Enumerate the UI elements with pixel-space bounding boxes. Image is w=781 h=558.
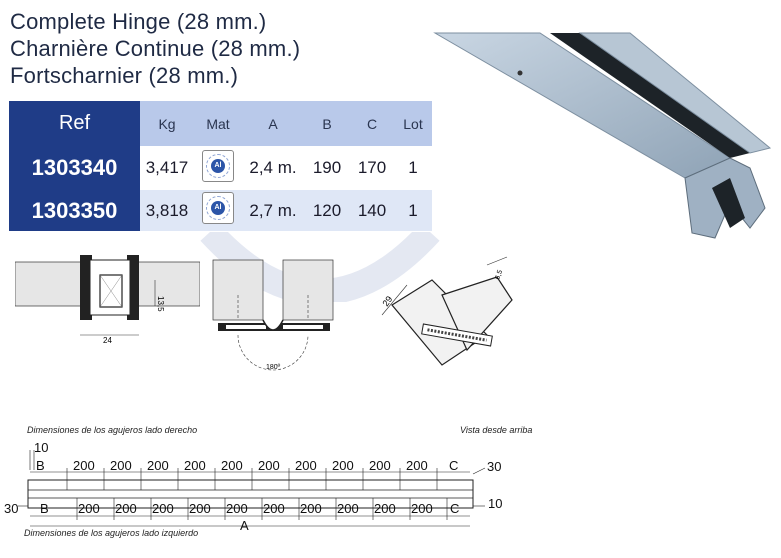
a-value: 2,7 m. bbox=[242, 190, 304, 231]
title-german: Fortscharnier (28 mm.) bbox=[10, 63, 239, 88]
ref-value: 1303350 bbox=[9, 190, 140, 231]
a-value: 2,4 m. bbox=[242, 146, 304, 190]
section-height-label: 13,5 bbox=[156, 296, 165, 312]
col-c: C bbox=[350, 101, 394, 146]
material-label: Al bbox=[211, 158, 225, 173]
b-value: 190 bbox=[304, 146, 350, 190]
ref-header: Ref bbox=[9, 101, 140, 146]
material-icon: Al bbox=[194, 146, 242, 190]
spacing-label: 200 bbox=[263, 501, 285, 516]
c-value: 170 bbox=[350, 146, 394, 190]
spacing-label: 200 bbox=[332, 458, 354, 473]
spec-table: Ref Kg Mat A B C Lot 1303340 3,417 Al 2,… bbox=[9, 101, 432, 231]
b-label-top: B bbox=[36, 458, 45, 473]
col-b: B bbox=[304, 101, 350, 146]
kg-value: 3,417 bbox=[140, 146, 194, 190]
section-width-label: 24 bbox=[103, 336, 112, 345]
spacing-label: 200 bbox=[406, 458, 428, 473]
caption-top-view: Vista desde arriba bbox=[460, 425, 533, 435]
kg-value: 3,818 bbox=[140, 190, 194, 231]
side-top-label: 30 bbox=[487, 459, 501, 474]
spacing-label: 200 bbox=[337, 501, 359, 516]
material-label: Al bbox=[211, 201, 225, 215]
spacing-label: 200 bbox=[258, 458, 280, 473]
side-bottom-label: 30 bbox=[4, 501, 18, 516]
caption-right-side: Dimensiones de los agujeros lado derecho bbox=[27, 425, 198, 435]
spacing-label: 200 bbox=[110, 458, 132, 473]
spacing-label: 200 bbox=[189, 501, 211, 516]
col-a: A bbox=[242, 101, 304, 146]
c-value: 140 bbox=[350, 190, 394, 231]
b-value: 120 bbox=[304, 190, 350, 231]
title-english: Complete Hinge (28 mm.) bbox=[10, 9, 267, 34]
title-french: Charnière Continue (28 mm.) bbox=[10, 36, 301, 61]
col-mat: Mat bbox=[194, 101, 242, 146]
caption-left-side: Dimensiones de los agujeros lado izquier… bbox=[24, 528, 199, 538]
spacing-label: 200 bbox=[73, 458, 95, 473]
spacing-label: 200 bbox=[411, 501, 433, 516]
table-row: 1303350 3,818 Al 2,7 m. 120 140 1 bbox=[9, 190, 432, 231]
spacing-label: 200 bbox=[147, 458, 169, 473]
col-kg: Kg bbox=[140, 101, 194, 146]
spec-header-row: Ref Kg Mat A B C Lot bbox=[9, 101, 432, 146]
spacing-label: 200 bbox=[115, 501, 137, 516]
hinge-open-drawing: 180º bbox=[212, 259, 334, 371]
hinge-product-image bbox=[433, 32, 772, 239]
lot-value: 1 bbox=[394, 146, 432, 190]
hole-dimension-diagram: 10 B 200 200 200 200 200 200 200 200 200… bbox=[4, 440, 502, 533]
top-offset-label: 10 bbox=[34, 440, 48, 455]
b-label-bottom: B bbox=[40, 501, 49, 516]
angle-depth-label: 29 bbox=[380, 294, 394, 308]
c-label-top: C bbox=[449, 458, 458, 473]
spacing-label: 200 bbox=[221, 458, 243, 473]
col-lot: Lot bbox=[394, 101, 432, 146]
spacing-label: 200 bbox=[184, 458, 206, 473]
spacing-label: 200 bbox=[374, 501, 396, 516]
spacing-label: 200 bbox=[78, 501, 100, 516]
spacing-label: 200 bbox=[369, 458, 391, 473]
ref-value: 1303340 bbox=[9, 146, 140, 190]
angle-lip-label: 6,5 bbox=[494, 269, 504, 281]
spacing-label: 200 bbox=[300, 501, 322, 516]
cross-section-drawing: 24 13,5 bbox=[15, 255, 200, 345]
product-titles: Complete Hinge (28 mm.) Charnière Contin… bbox=[10, 8, 300, 89]
bottom-offset-label: 10 bbox=[488, 496, 502, 511]
material-icon: Al bbox=[194, 190, 242, 231]
spacing-label: 200 bbox=[152, 501, 174, 516]
hinge-angle-label: 180º bbox=[266, 364, 281, 371]
lot-value: 1 bbox=[394, 190, 432, 231]
hinge-angled-drawing: 29 6,5 bbox=[380, 256, 513, 366]
c-label-bottom: C bbox=[450, 501, 459, 516]
table-row: 1303340 3,417 Al 2,4 m. 190 170 1 bbox=[9, 146, 432, 190]
spacing-label: 200 bbox=[295, 458, 317, 473]
spacing-label: 200 bbox=[226, 501, 248, 516]
a-label: A bbox=[240, 518, 249, 533]
